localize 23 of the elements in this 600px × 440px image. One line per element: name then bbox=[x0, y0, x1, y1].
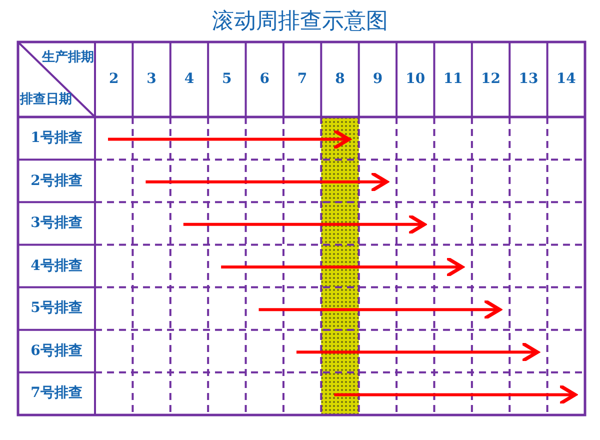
column-header: 14 bbox=[555, 70, 577, 89]
row-header: 7号排查 bbox=[30, 384, 84, 404]
column-header: 7 bbox=[296, 70, 308, 89]
column-header: 5 bbox=[221, 70, 233, 89]
column-header: 9 bbox=[372, 70, 384, 89]
column-header: 4 bbox=[183, 70, 196, 89]
column-header: 8 bbox=[334, 70, 346, 89]
column-axis-header: 生产排期 bbox=[40, 50, 94, 66]
row-axis-header: 排查日期 bbox=[20, 92, 73, 108]
column-header: 10 bbox=[404, 70, 426, 89]
column-header: 6 bbox=[258, 70, 270, 89]
row-header: 6号排查 bbox=[30, 342, 84, 361]
row-header: 1号排查 bbox=[30, 129, 84, 148]
chart-title: 滚动周排查示意图 bbox=[211, 8, 389, 36]
row-header: 3号排查 bbox=[30, 214, 84, 234]
column-header: 3 bbox=[146, 70, 158, 89]
column-header: 11 bbox=[442, 70, 464, 89]
column-header: 12 bbox=[480, 70, 502, 89]
row-header: 4号排查 bbox=[30, 256, 84, 276]
column-header: 2 bbox=[108, 70, 120, 89]
row-header: 5号排查 bbox=[30, 299, 84, 318]
row-header: 2号排查 bbox=[30, 172, 84, 191]
column-header: 13 bbox=[518, 70, 540, 89]
